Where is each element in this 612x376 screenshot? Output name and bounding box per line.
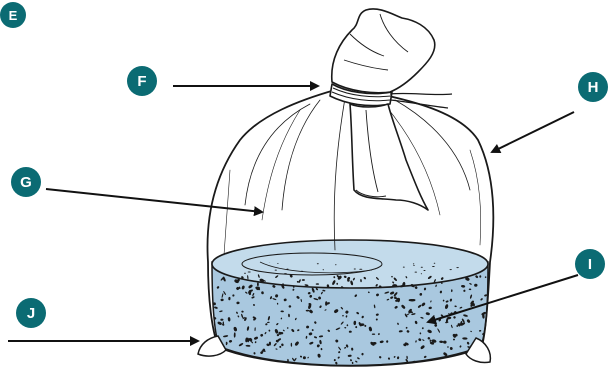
surface-particle bbox=[456, 267, 459, 268]
surface-particle bbox=[301, 271, 303, 272]
label-f-badge: F bbox=[127, 66, 157, 96]
surface-particle bbox=[286, 269, 288, 270]
surface-particle bbox=[284, 273, 287, 274]
surface-particle bbox=[423, 270, 425, 271]
label-i-badge: I bbox=[575, 249, 605, 279]
surface-particle bbox=[421, 273, 422, 274]
water-particle bbox=[427, 362, 430, 364]
water-particle bbox=[303, 356, 306, 359]
label-h-badge: H bbox=[578, 72, 608, 102]
surface-particle bbox=[413, 263, 414, 264]
surface-particle bbox=[403, 267, 405, 268]
surface-particle bbox=[415, 272, 418, 273]
surface-particle bbox=[244, 273, 246, 274]
surface-particle bbox=[450, 269, 452, 270]
water-particle bbox=[372, 334, 375, 335]
surface-particle bbox=[277, 263, 278, 264]
water-particle bbox=[336, 283, 338, 285]
arrow-h bbox=[492, 112, 574, 152]
surface-particle bbox=[275, 270, 277, 271]
water-particle bbox=[392, 284, 397, 287]
surface-particle bbox=[323, 269, 324, 270]
water-body bbox=[212, 240, 488, 366]
label-j-badge: J bbox=[16, 298, 46, 328]
surface-particle bbox=[434, 263, 436, 264]
water-particle bbox=[252, 360, 254, 363]
surface-particle bbox=[432, 266, 435, 267]
water-particle bbox=[231, 362, 233, 364]
label-g-badge: G bbox=[11, 167, 41, 197]
label-e-badge: E bbox=[0, 2, 26, 28]
water-particle bbox=[316, 283, 319, 285]
surface-particle bbox=[335, 264, 336, 265]
surface-particle bbox=[317, 263, 319, 264]
surface-particle bbox=[413, 265, 414, 266]
water-particle bbox=[218, 362, 221, 364]
surface-particle bbox=[421, 267, 423, 268]
water-particle bbox=[463, 358, 465, 362]
arrow-g bbox=[46, 189, 262, 212]
surface-particle bbox=[354, 269, 356, 270]
surface-particle bbox=[359, 269, 362, 270]
surface-particle bbox=[248, 272, 251, 273]
